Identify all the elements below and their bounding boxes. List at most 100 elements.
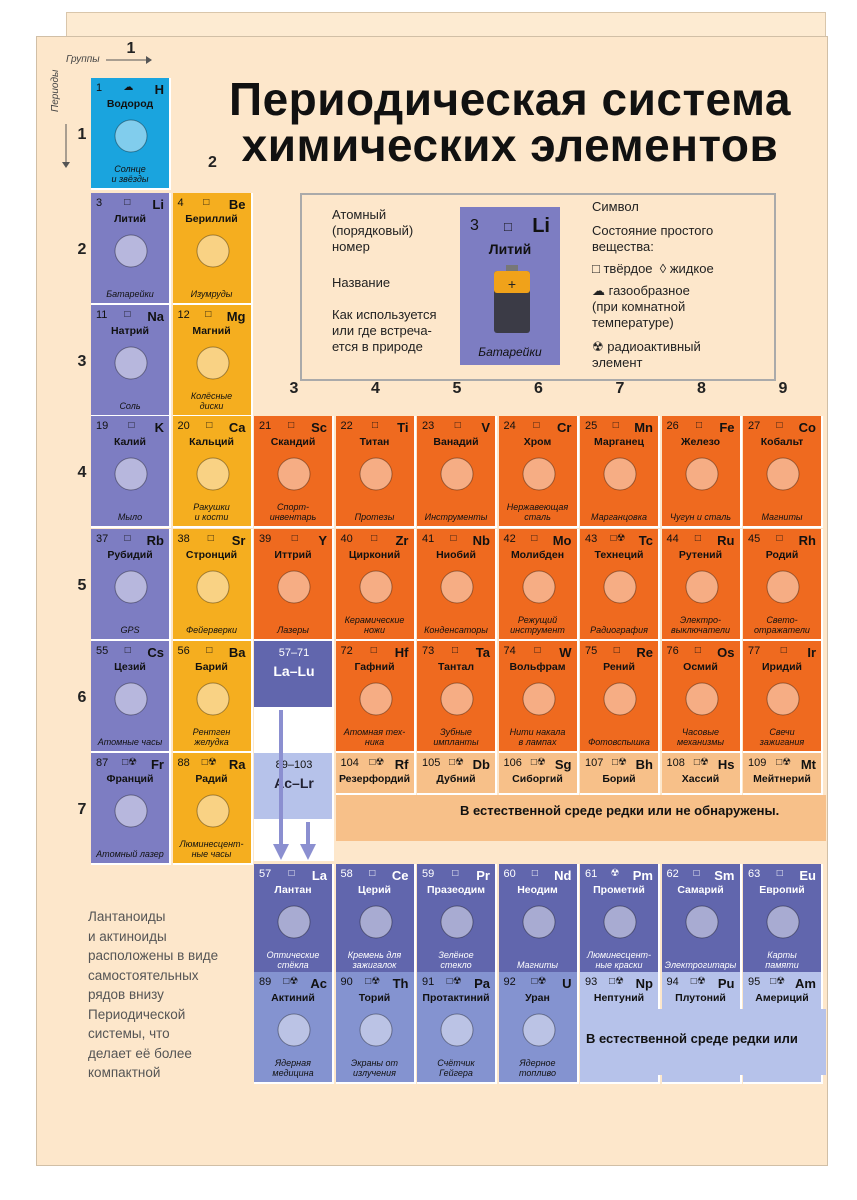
atomic-number: 75 bbox=[585, 645, 598, 657]
group-label: 9 bbox=[778, 380, 788, 397]
element-use: Нити накала в лампах bbox=[509, 727, 566, 747]
atomic-number: 41 bbox=[422, 533, 435, 545]
legend-radio-text: радиоактивный элемент bbox=[592, 339, 701, 370]
element-use: Изумруды bbox=[190, 289, 233, 299]
element-header: 3□Li bbox=[96, 197, 164, 212]
ac-range: 89–103 bbox=[275, 759, 313, 771]
element-symbol: Zr bbox=[395, 533, 409, 548]
element-header: 105□☢Db bbox=[422, 757, 490, 772]
atomic-number: 58 bbox=[340, 868, 353, 880]
element-name: Осмий bbox=[683, 661, 718, 673]
element-name: Мейтнерий bbox=[753, 773, 811, 785]
state-icon: □☢ bbox=[612, 757, 628, 768]
state-icon: □ bbox=[206, 420, 213, 431]
state-icon: □ bbox=[694, 533, 701, 544]
state-icon: □ bbox=[128, 420, 135, 431]
element-header: 75□Re bbox=[585, 645, 653, 660]
radioactive-icon: ☢ bbox=[592, 339, 604, 354]
element-symbol: La bbox=[311, 868, 327, 883]
element-name: Самарий bbox=[677, 884, 724, 896]
atomic-number: 37 bbox=[96, 533, 109, 545]
racket-icon bbox=[274, 454, 314, 494]
atomic-number: 40 bbox=[340, 533, 353, 545]
element-header: 25□Mn bbox=[585, 420, 653, 435]
element-use: Керамические ножи bbox=[344, 615, 405, 635]
atomic-number: 61 bbox=[585, 868, 598, 880]
element-use: Фотовспышка bbox=[588, 737, 650, 747]
state-icon: ☢ bbox=[610, 868, 620, 879]
state-icon: □☢ bbox=[530, 757, 546, 768]
element-use: Атомная тех- ника bbox=[343, 727, 406, 747]
element-header: 27□Co bbox=[748, 420, 816, 435]
state-icon: □ bbox=[696, 420, 703, 431]
element-symbol: Nd bbox=[554, 868, 572, 883]
state-icon: □ bbox=[694, 645, 701, 656]
atomic-number: 108 bbox=[666, 757, 685, 769]
state-icon: □☢ bbox=[446, 976, 462, 987]
element-header: 12□Mg bbox=[178, 309, 246, 324]
element-use: Протезы bbox=[354, 512, 395, 522]
element-use: GPS bbox=[120, 625, 140, 635]
element-symbol: Rb bbox=[146, 533, 164, 548]
element-symbol: Pa bbox=[474, 976, 490, 991]
element-use: Батарейки bbox=[106, 289, 154, 299]
flask-icon bbox=[600, 454, 640, 494]
switch-icon bbox=[682, 567, 722, 607]
side-note: Лантаноиды и актиноиды расположены в вид… bbox=[88, 909, 219, 1080]
element-name: Иридий bbox=[762, 661, 802, 673]
la-gap bbox=[254, 709, 334, 753]
element-header: 38□Sr bbox=[178, 533, 246, 548]
state-icon: □☢ bbox=[122, 757, 138, 768]
state-icon: □ bbox=[612, 420, 619, 431]
period-label: 7 bbox=[77, 801, 87, 818]
element-header: 40□Zr bbox=[341, 533, 409, 548]
legend-name-label: Название bbox=[332, 275, 391, 290]
prosthesis-icon bbox=[356, 454, 396, 494]
element-symbol: Os bbox=[717, 645, 735, 660]
atomic-number: 93 bbox=[585, 976, 598, 988]
drop-icon: ◊ bbox=[659, 261, 667, 276]
element-header: 94□☢Pu bbox=[667, 976, 735, 991]
atomic-number: 63 bbox=[748, 868, 761, 880]
atomic-number: 25 bbox=[585, 420, 598, 432]
series-arrows-icon bbox=[273, 710, 316, 860]
element-use: Люминесцент- ные часы bbox=[179, 839, 244, 859]
groups-axis-label: Группы bbox=[66, 54, 100, 65]
svg-text:+: + bbox=[508, 276, 516, 292]
element-name: Европий bbox=[759, 884, 805, 896]
wheel-rim-icon bbox=[193, 343, 233, 383]
atomic-number: 62 bbox=[666, 868, 679, 880]
element-name: Церий bbox=[358, 884, 391, 896]
state-icon: □ bbox=[452, 868, 459, 879]
element-name: Уран bbox=[525, 992, 550, 1004]
element-symbol: Ce bbox=[391, 868, 409, 883]
legend-solid-text: твёрдое bbox=[603, 261, 653, 276]
element-symbol: Sc bbox=[311, 420, 327, 435]
element-header: 74□W bbox=[504, 645, 572, 660]
element-header: 59□Pr bbox=[422, 868, 490, 883]
element-header: 91□☢Pa bbox=[422, 976, 490, 991]
element-header: 26□Fe bbox=[667, 420, 735, 435]
state-icon: □ bbox=[531, 868, 538, 879]
barrel-icon bbox=[519, 1010, 559, 1050]
atomic-number: 92 bbox=[503, 976, 516, 988]
state-icon: □ bbox=[291, 533, 298, 544]
state-icon: □☢ bbox=[776, 757, 792, 768]
state-icon: □☢ bbox=[201, 757, 217, 768]
state-icon: □ bbox=[124, 197, 131, 208]
tooth-icon bbox=[437, 679, 477, 719]
ac-gap bbox=[254, 821, 334, 861]
atomic-number: 87 bbox=[96, 757, 109, 769]
knife-icon bbox=[356, 567, 396, 607]
page-title: Периодическая система химических элемент… bbox=[200, 76, 820, 168]
element-use: Зубные импланты bbox=[433, 727, 479, 747]
element-use: Зелёное стекло bbox=[438, 950, 474, 970]
